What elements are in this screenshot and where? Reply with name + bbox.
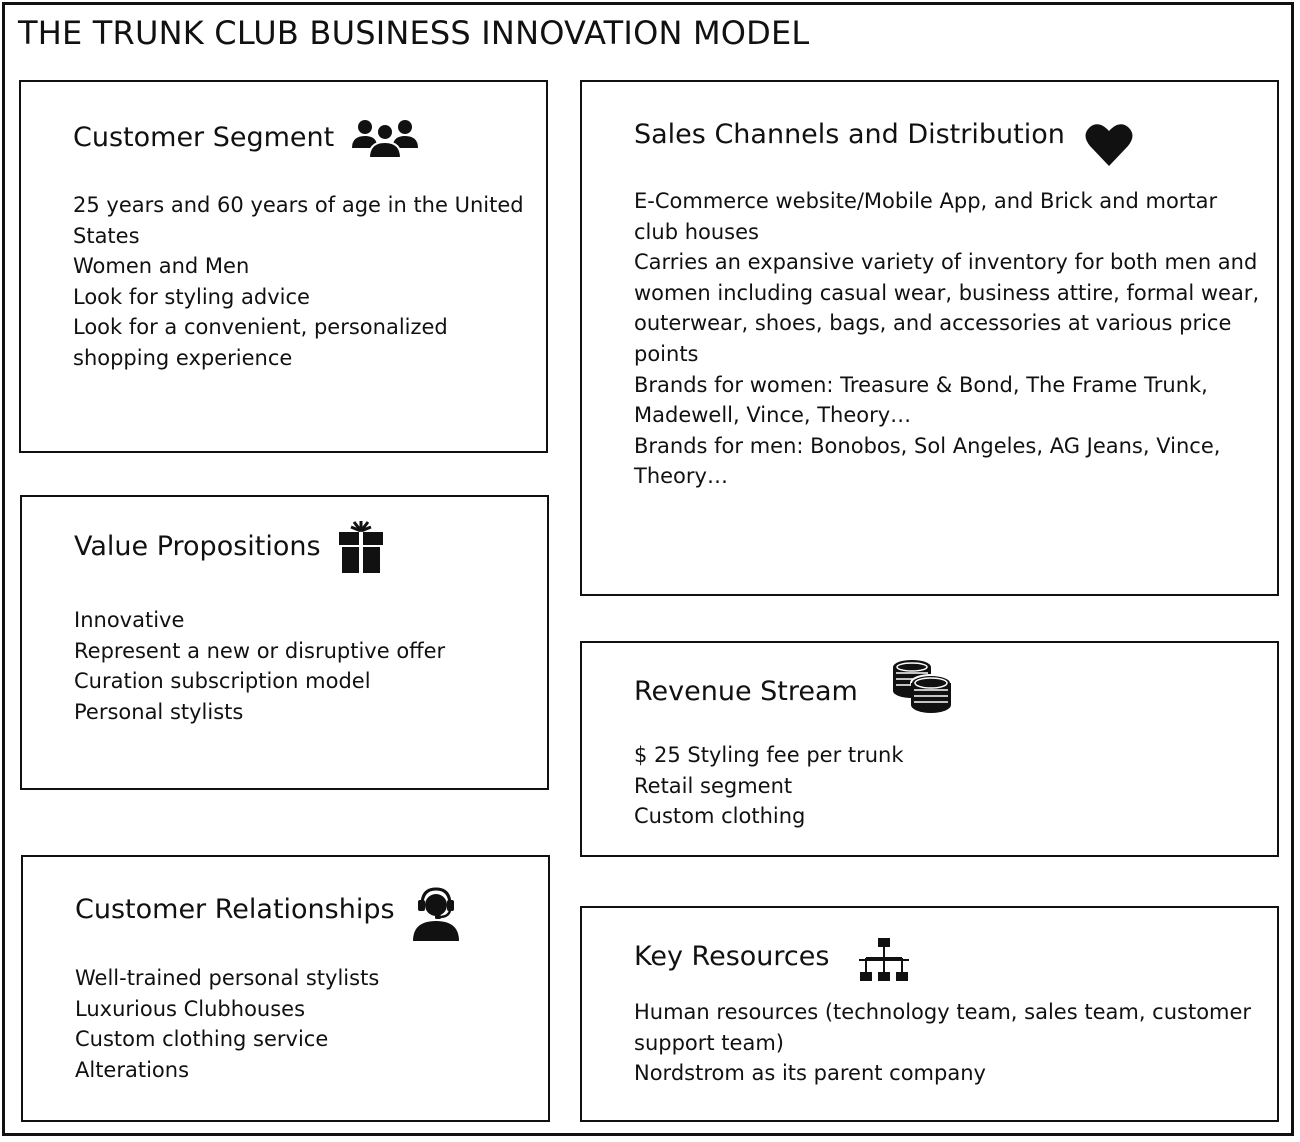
customer-relationships-list: Well-trained personal stylists Luxurious… xyxy=(75,963,531,1085)
value-propositions-box: Value Propositions Innovative Represent … xyxy=(20,495,549,790)
list-item: Well-trained personal stylists xyxy=(75,966,380,990)
sales-channels-box: Sales Channels and Distribution E-Commer… xyxy=(580,80,1279,596)
list-item: Retail segment xyxy=(634,773,793,798)
list-item: Human resources (technology team, sales … xyxy=(634,1000,1252,1055)
list-item: Women and Men xyxy=(73,254,250,279)
list-item: Brands for men: Bonobos, Sol Angeles, AG… xyxy=(634,433,1221,489)
list-item: Look for a convenient, personalized shop… xyxy=(73,315,448,370)
heart-icon xyxy=(1085,122,1133,166)
customer-relationships-header: Customer Relationships xyxy=(75,885,461,941)
support-agent-icon xyxy=(411,885,461,941)
list-item: $ 25 Styling fee per trunk xyxy=(634,743,904,767)
list-item: Carries an expansive variety of inventor… xyxy=(634,250,1260,366)
list-item: Luxurious Clubhouses xyxy=(75,996,306,1021)
list-item: Personal stylists xyxy=(74,699,244,724)
list-item: Custom clothing xyxy=(634,804,806,829)
sales-channels-title: Sales Channels and Distribution xyxy=(634,119,1065,150)
list-item: Innovative xyxy=(74,608,185,632)
list-item: E-Commerce website/Mobile App, and Brick… xyxy=(634,189,1218,244)
customer-segment-header: Customer Segment xyxy=(73,118,419,158)
value-propositions-title: Value Propositions xyxy=(74,531,321,562)
gift-icon xyxy=(338,521,383,573)
key-resources-list: Human resources (technology team, sales … xyxy=(634,997,1264,1089)
list-item: Look for styling advice xyxy=(73,284,310,309)
key-resources-header: Key Resources xyxy=(634,932,910,982)
list-item: Curation subscription model xyxy=(74,669,371,694)
customer-segment-title: Customer Segment xyxy=(73,122,335,153)
sales-channels-list: E-Commerce website/Mobile App, and Brick… xyxy=(634,186,1264,492)
value-propositions-list: Innovative Represent a new or disruptive… xyxy=(74,605,530,727)
revenue-stream-list: $ 25 Styling fee per trunk Retail segmen… xyxy=(634,740,1264,832)
key-resources-box: Key Resources Human resources (technolog… xyxy=(580,906,1279,1122)
customer-segment-list: 25 years and 60 years of age in the Unit… xyxy=(73,190,529,374)
page-title: THE TRUNK CLUB BUSINESS INNOVATION MODEL xyxy=(18,14,810,52)
customer-relationships-box: Customer Relationships Well-trained pers… xyxy=(21,855,550,1122)
list-item: Alterations xyxy=(75,1057,190,1082)
list-item: Nordstrom as its parent company xyxy=(634,1061,986,1086)
revenue-stream-header: Revenue Stream xyxy=(634,659,952,713)
people-group-icon xyxy=(352,118,419,158)
value-propositions-header: Value Propositions xyxy=(74,521,383,573)
customer-relationships-title: Customer Relationships xyxy=(75,894,395,925)
org-chart-icon xyxy=(859,938,910,982)
list-item: Represent a new or disruptive offer xyxy=(74,638,446,663)
revenue-stream-title: Revenue Stream xyxy=(634,676,858,707)
revenue-stream-box: Revenue Stream $ 25 Styling fee per trun… xyxy=(580,641,1279,857)
sales-channels-header: Sales Channels and Distribution xyxy=(634,104,1133,166)
list-item: 25 years and 60 years of age in the Unit… xyxy=(73,193,524,248)
coins-icon xyxy=(892,659,952,713)
list-item: Custom clothing service xyxy=(75,1027,329,1052)
list-item: Brands for women: Treasure & Bond, The F… xyxy=(634,372,1208,428)
key-resources-title: Key Resources xyxy=(634,941,830,972)
customer-segment-box: Customer Segment 25 years and 60 years o… xyxy=(19,80,548,453)
